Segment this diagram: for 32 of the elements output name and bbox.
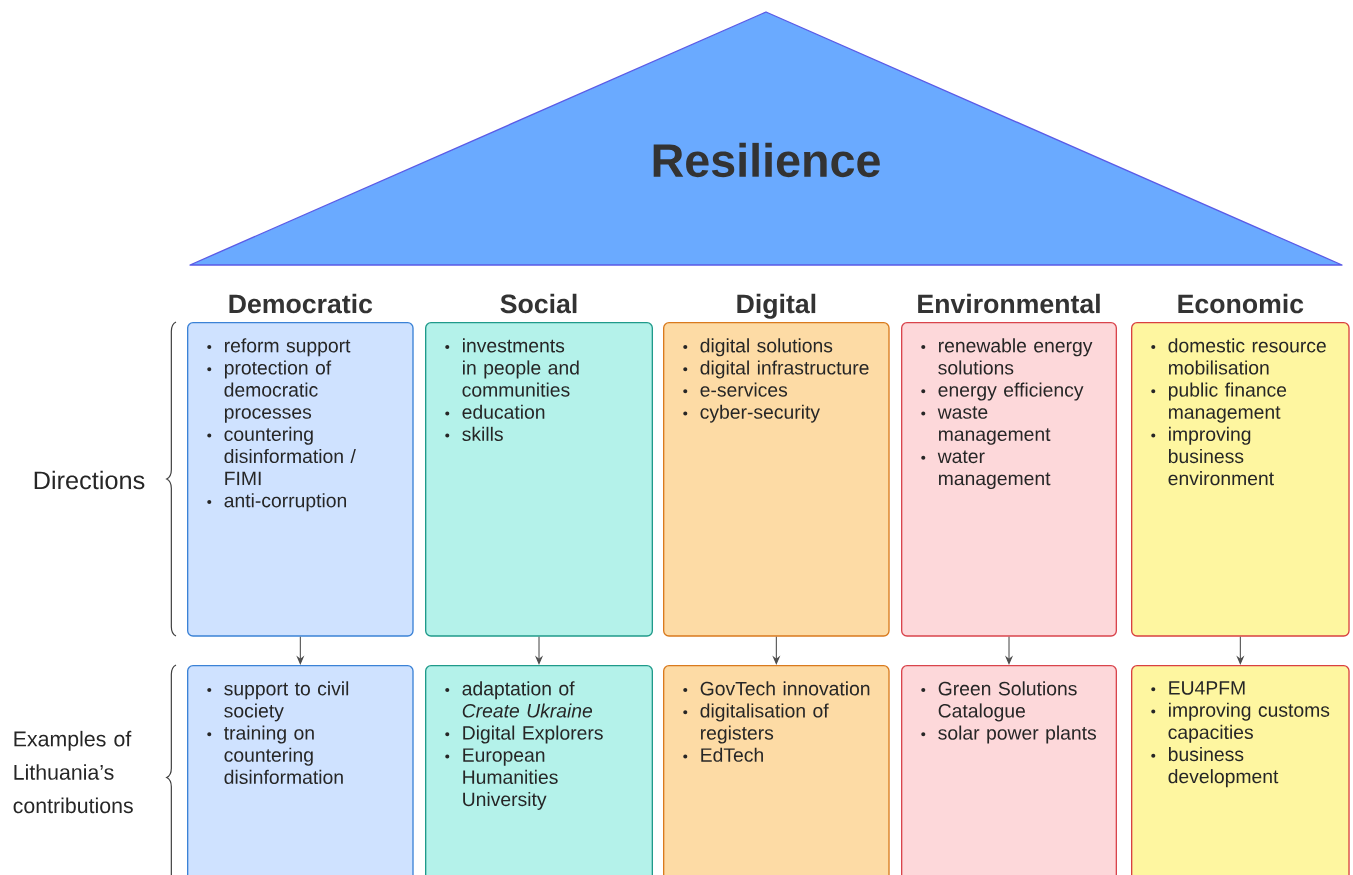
- node-label: reform support: [224, 338, 351, 357]
- node-label: Environmental: [918, 293, 1100, 314]
- node-label: energy efficiency: [938, 382, 1084, 401]
- bullet-list: GovTech innovation digitalisation of registers EdTech: [683, 681, 870, 762]
- row-label: Examples of Lithuania’s contributions: [13, 730, 133, 814]
- node-label: digital infrastructure: [700, 360, 869, 379]
- bullet-list: Green Solutions Catalogue solar power plants: [921, 681, 1096, 744]
- node-label: Democratic: [229, 293, 373, 314]
- bullet-list: EU4PFM improving customs capacities business development: [1151, 681, 1330, 788]
- roof-triangle: Resilience: [189, 11, 1343, 266]
- bullet-list: investments in people and communities education skills: [445, 338, 579, 441]
- node-label: Digital: [737, 293, 816, 319]
- node-label: Social: [500, 293, 577, 314]
- node-label: digital solutions: [700, 338, 833, 357]
- bullet-list: support to civil society training on countering disinformation: [207, 681, 349, 784]
- bullet-list: reform support protection of democratic processes countering disinformation / FIMI anti-corruption: [207, 338, 356, 512]
- text-box: [187, 665, 414, 875]
- node-label: cyber-security: [700, 404, 820, 423]
- row-label: Directions: [34, 470, 145, 490]
- bullet-list: digital solutions digital infrastructure e-services cyber-security: [683, 338, 869, 423]
- bullet-list: renewable energy solutions energy efficiency waste management water management: [921, 338, 1093, 490]
- node-label: protection of democratic processes: [224, 360, 332, 423]
- text-box: [663, 665, 890, 875]
- bullet-list: domestic resource mobilisation public finance management improving business environment: [1151, 338, 1326, 486]
- text-box: [1131, 665, 1350, 875]
- text-box: [901, 665, 1117, 875]
- bullet-list: adaptation of Create Ukraine Digital Explorers European Humanities University: [445, 681, 603, 810]
- node-label: anti-corruption: [224, 493, 347, 512]
- node-label: e-services: [700, 382, 788, 397]
- node-label: water management: [937, 450, 1051, 490]
- node-label: Economic: [1178, 293, 1304, 314]
- text-box: [425, 665, 653, 875]
